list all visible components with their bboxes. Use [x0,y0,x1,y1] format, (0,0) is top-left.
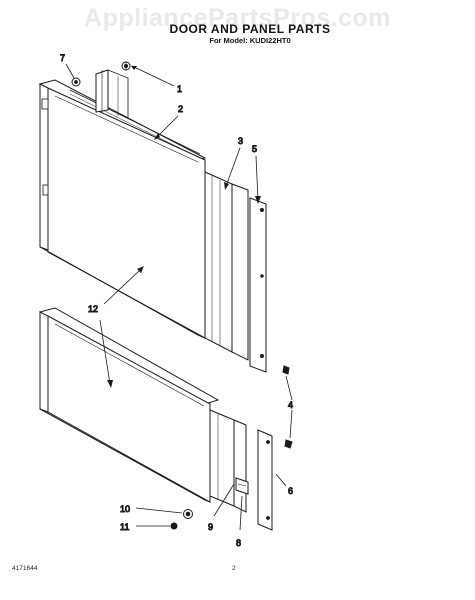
callout-2: 2 [178,104,183,114]
callout-12: 12 [88,304,98,314]
nut-part-7 [71,77,81,87]
callout-8: 8 [236,538,241,548]
upper-vertical-bracket [95,69,129,118]
lower-side-trim [257,429,273,531]
callout-1: 1 [177,84,182,94]
upper-inner-panel [204,171,233,353]
callout-9: 9 [208,522,213,532]
watermark: AppliancePartsPros.com [84,4,391,32]
lower-door-panel [38,307,220,503]
callout-7: 7 [60,53,65,63]
upper-side-trim [249,197,267,373]
washer-part-10 [183,509,193,519]
screw-part-1 [121,61,131,71]
screw-part-11 [170,522,178,530]
lower-inner-panel [209,409,247,513]
callout-3: 3 [238,136,243,146]
callout-5: 5 [252,144,257,154]
callout-6: 6 [288,486,293,496]
callout-4: 4 [288,400,293,410]
hinge-bracket [235,477,249,495]
leader-lines [65,63,293,531]
callout-10: 10 [120,504,130,514]
page-number: 2 [232,565,236,572]
screw-part-4-lower [284,439,293,449]
upper-side-panel [231,183,249,361]
model-line: For Model: KUDI22HT0 [209,36,291,45]
document-number: 4171644 [12,565,38,572]
callout-11: 11 [120,522,129,532]
diagram-title: DOOR AND PANEL PARTS [169,22,331,36]
upper-door-panel [38,79,207,339]
screw-part-4-upper [282,365,290,375]
